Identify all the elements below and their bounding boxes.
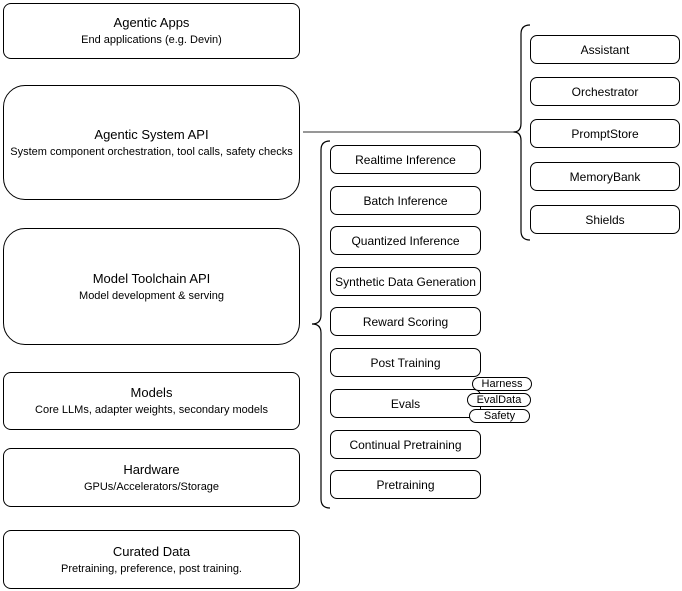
node-agentic-system-api-subtitle: System component orchestration, tool cal… (10, 145, 293, 158)
node-memorybank: MemoryBank (530, 162, 680, 191)
node-agentic-system-api: Agentic System API System component orch… (3, 85, 300, 200)
tag-harness: Harness (472, 377, 532, 391)
tag-safety: Safety (469, 409, 530, 423)
node-curated-data-title: Curated Data (112, 543, 191, 559)
node-model-toolchain-api-subtitle: Model development & serving (79, 289, 224, 302)
node-continual-pretraining: Continual Pretraining (330, 430, 481, 459)
node-assistant: Assistant (530, 35, 680, 64)
node-evals: Evals (330, 389, 481, 418)
node-shields: Shields (530, 205, 680, 234)
node-orchestrator: Orchestrator (530, 77, 680, 106)
node-synthetic-data-generation: Synthetic Data Generation (330, 267, 481, 296)
node-batch-inference: Batch Inference (330, 186, 481, 215)
node-model-toolchain-api-title: Model Toolchain API (92, 270, 211, 286)
node-hardware-title: Hardware (123, 461, 180, 477)
node-model-toolchain-api: Model Toolchain API Model development & … (3, 228, 300, 345)
node-quantized-inference: Quantized Inference (330, 226, 481, 255)
node-hardware-subtitle: GPUs/Accelerators/Storage (83, 480, 220, 493)
node-post-training: Post Training (330, 348, 481, 377)
node-agentic-system-api-title: Agentic System API (94, 126, 209, 142)
brace-system-components (513, 24, 531, 241)
node-promptstore: PromptStore (530, 119, 680, 148)
node-hardware: Hardware GPUs/Accelerators/Storage (3, 448, 300, 507)
node-agentic-apps: Agentic Apps End applications (e.g. Devi… (3, 3, 300, 59)
node-agentic-apps-title: Agentic Apps (113, 15, 190, 30)
brace-toolchain-components (311, 140, 331, 509)
node-models: Models Core LLMs, adapter weights, secon… (3, 372, 300, 430)
node-agentic-apps-subtitle: End applications (e.g. Devin) (81, 34, 222, 46)
node-curated-data: Curated Data Pretraining, preference, po… (3, 530, 300, 589)
node-pretraining: Pretraining (330, 470, 481, 499)
node-models-subtitle: Core LLMs, adapter weights, secondary mo… (35, 404, 268, 416)
node-models-title: Models (130, 385, 173, 400)
node-reward-scoring: Reward Scoring (330, 307, 481, 336)
node-curated-data-subtitle: Pretraining, preference, post training. (61, 562, 242, 575)
node-realtime-inference: Realtime Inference (330, 145, 481, 174)
tag-evaldata: EvalData (467, 393, 531, 407)
